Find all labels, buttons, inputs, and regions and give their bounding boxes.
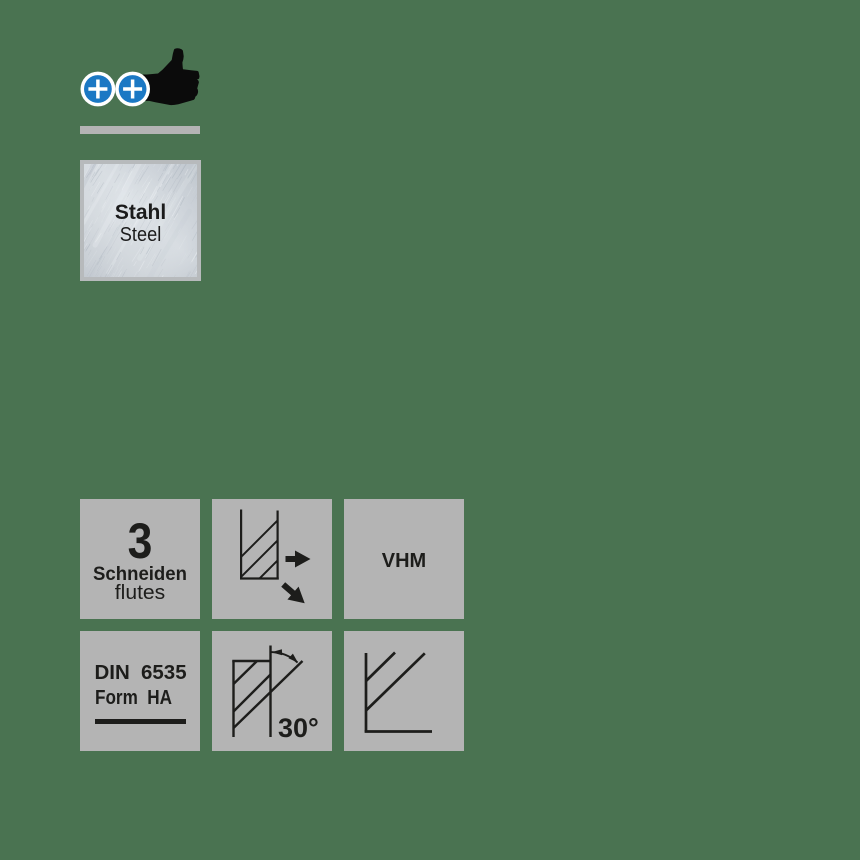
- svg-text:30°: 30°: [278, 713, 319, 743]
